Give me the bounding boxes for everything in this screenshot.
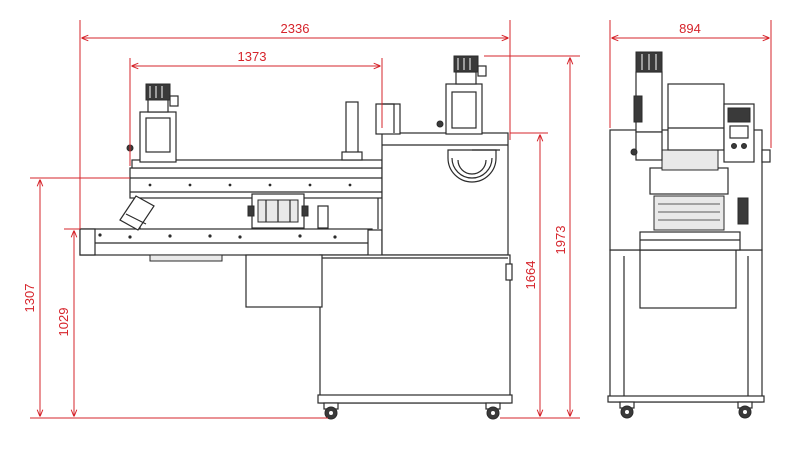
- front-wheels: [619, 401, 753, 419]
- chute: [119, 195, 155, 231]
- dim-overall-width: 894: [609, 20, 772, 148]
- control-panel: [723, 103, 771, 225]
- dim-height-total: 1973: [484, 55, 580, 419]
- front-motor: [630, 51, 663, 161]
- forming-station: [247, 193, 329, 229]
- dim-height-body-label: 1664: [523, 261, 538, 290]
- guard-plate: [341, 101, 363, 161]
- dim-height-infeed-label: 1029: [56, 308, 71, 337]
- front-view: [607, 51, 771, 419]
- dim-height-conveyor-label: 1307: [22, 284, 37, 313]
- infeed-conveyor: [79, 228, 383, 262]
- right-motor: [436, 55, 487, 135]
- dim-upper-length-label: 1373: [238, 49, 267, 64]
- dim-overall-width-label: 894: [679, 21, 701, 36]
- dim-height-infeed: 1029: [56, 228, 80, 416]
- upper-frame: [129, 159, 383, 229]
- side-wheels: [323, 402, 501, 420]
- main-cabinet: [245, 103, 513, 404]
- side-view: [79, 55, 513, 420]
- dim-overall-length: 2336: [79, 20, 511, 229]
- dim-height-conveyor: 1307: [22, 177, 328, 419]
- left-motor: [126, 83, 179, 163]
- dim-height-total-label: 1973: [553, 226, 568, 255]
- dim-overall-length-label: 2336: [281, 21, 310, 36]
- dim-height-body: 1664: [510, 132, 548, 416]
- dim-upper-length: 1373: [129, 49, 383, 166]
